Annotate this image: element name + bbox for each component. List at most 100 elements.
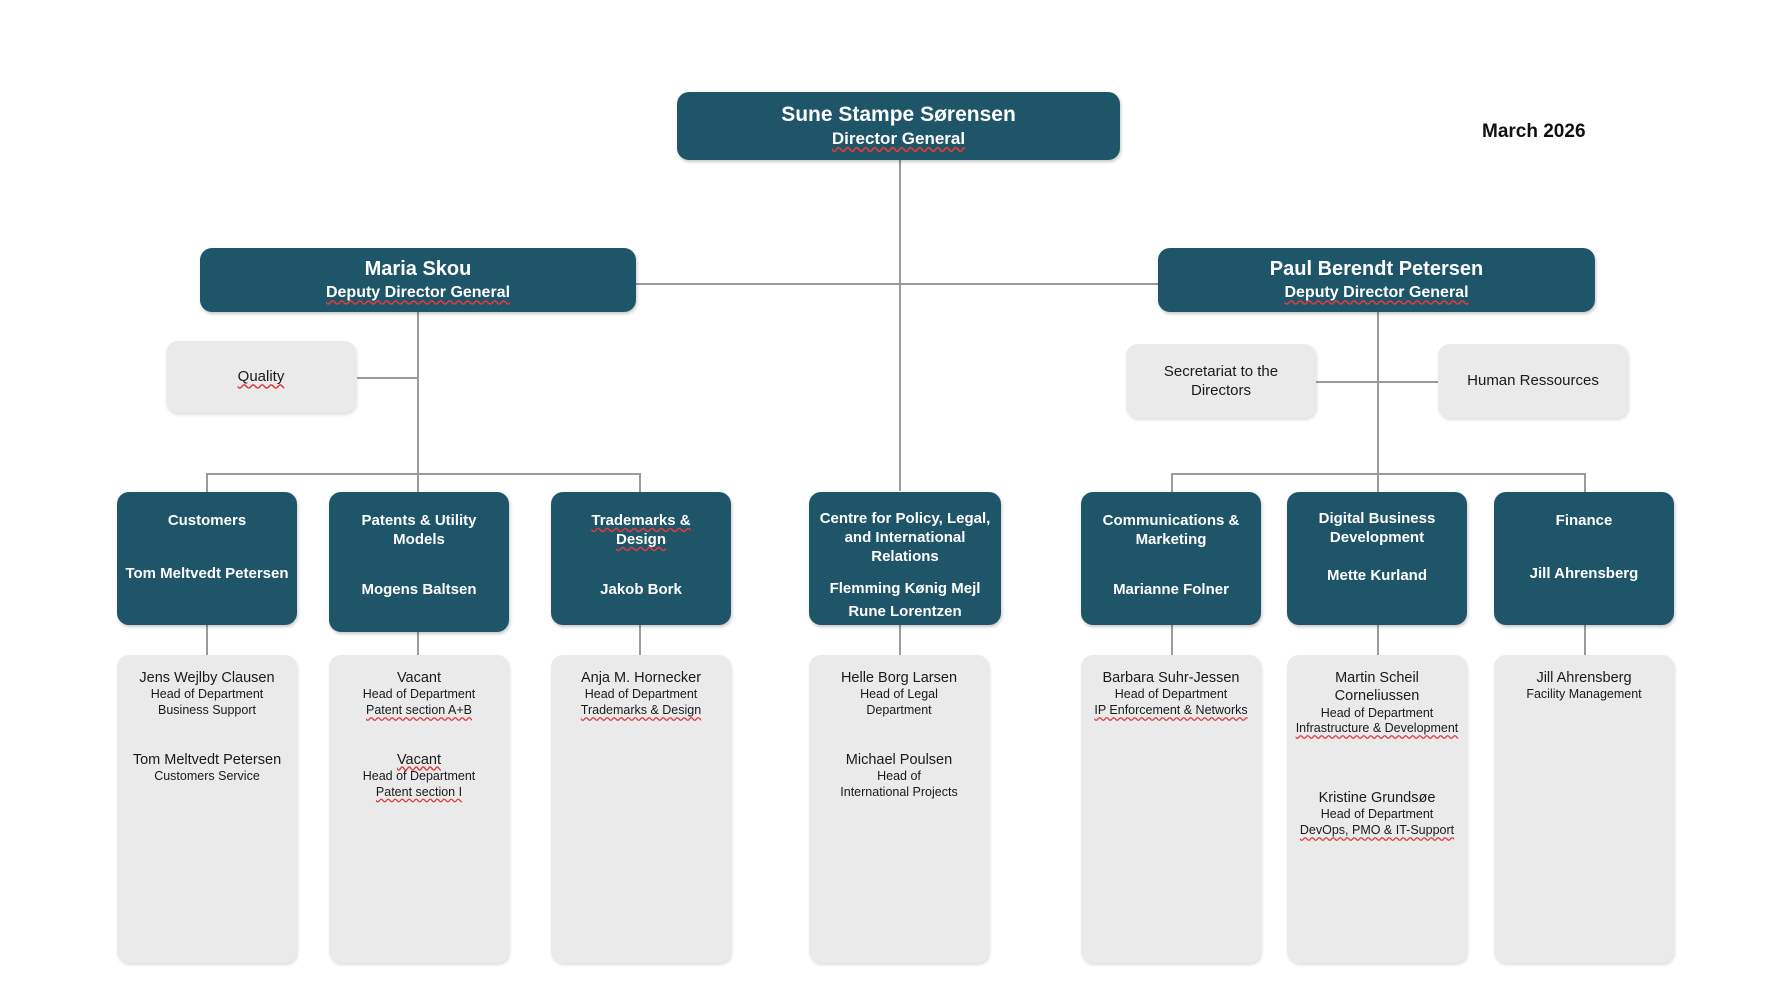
deputy-role-right: Deputy Director General xyxy=(1284,284,1469,302)
node-department-centre-policy-legal-international[interactable]: Centre for Policy, Legal, and Internatio… xyxy=(809,492,1001,625)
department-title-communications: Communications & Marketing xyxy=(1102,512,1240,549)
department-lead-digital: Mette Kurland xyxy=(1326,567,1427,585)
department-lead-communications: Marianne Folner xyxy=(1113,581,1229,599)
node-department-communications-marketing[interactable]: Communications & Marketing Marianne Foln… xyxy=(1081,492,1261,625)
detail-role: Head of Department xyxy=(1114,687,1228,702)
node-deputy-maria-skou[interactable]: Maria Skou Deputy Director General xyxy=(200,248,636,312)
department-title-trademarks: Trademarks & Design xyxy=(591,512,691,549)
detail-name: Barbara Suhr-Jessen xyxy=(1102,670,1240,686)
detail-name: Vacant xyxy=(396,751,442,768)
connector-right-deputy-stem xyxy=(1377,312,1379,474)
department-lead-customers: Tom Meltvedt Petersen xyxy=(125,565,289,583)
connector-detail-stem-5 xyxy=(1171,625,1173,655)
node-detail-digital[interactable]: Martin Scheil Corneliussen Head of Depar… xyxy=(1287,655,1467,963)
connector-left-dept-1 xyxy=(206,473,208,492)
detail-role: Head of Department xyxy=(1320,807,1434,822)
detail-role: Facility Management xyxy=(1526,687,1642,702)
node-detail-centre[interactable]: Helle Borg Larsen Head of Legal Departme… xyxy=(809,655,989,963)
node-staff-secretariat[interactable]: Secretariat to the Directors xyxy=(1126,344,1316,418)
detail-role: Head of xyxy=(877,769,921,784)
connector-hr-branch xyxy=(1377,381,1439,383)
connector-left-dept-bus xyxy=(206,473,640,475)
department-title-patents: Patents & Utility Models xyxy=(361,512,477,549)
connector-left-dept-2 xyxy=(417,473,419,492)
department-lead-centre-1: Flemming Kønig Mejl xyxy=(829,579,981,597)
staff-label-human-ressources: Human Ressources xyxy=(1467,372,1599,390)
detail-name: Jill Ahrensberg xyxy=(1536,670,1632,686)
detail-entry: Martin Scheil Corneliussen Head of Depar… xyxy=(1293,669,1461,737)
node-detail-finance[interactable]: Jill Ahrensberg Facility Management xyxy=(1494,655,1674,963)
node-department-digital-business-development[interactable]: Digital Business Development Mette Kurla… xyxy=(1287,492,1467,625)
detail-entry: Vacant Head of Department Patent section… xyxy=(335,669,503,719)
department-title-centre: Centre for Policy, Legal, and Internatio… xyxy=(819,510,991,566)
detail-entry: Barbara Suhr-Jessen Head of Department I… xyxy=(1087,669,1255,719)
detail-unit: Department xyxy=(866,703,932,718)
node-staff-human-ressources[interactable]: Human Ressources xyxy=(1438,344,1628,418)
detail-name: Kristine Grundsøe xyxy=(1318,790,1436,807)
detail-role: Head of Department xyxy=(362,687,476,702)
node-deputy-paul-berendt-petersen[interactable]: Paul Berendt Petersen Deputy Director Ge… xyxy=(1158,248,1595,312)
node-staff-quality[interactable]: Quality xyxy=(166,341,356,413)
node-department-customers[interactable]: Customers Tom Meltvedt Petersen xyxy=(117,492,297,625)
department-lead-patents: Mogens Baltsen xyxy=(361,581,477,599)
connector-detail-stem-7 xyxy=(1584,625,1586,655)
detail-entry: Anja M. Hornecker Head of Department Tra… xyxy=(555,669,727,719)
detail-name: Michael Poulsen xyxy=(845,751,953,768)
connector-director-stem xyxy=(899,160,901,283)
department-lead-centre-2: Rune Lorentzen xyxy=(848,603,962,621)
connector-director-to-centre xyxy=(899,283,901,491)
node-department-patents-utility-models[interactable]: Patents & Utility Models Mogens Baltsen xyxy=(329,492,509,632)
deputy-name-right: Paul Berendt Petersen xyxy=(1269,258,1484,281)
connector-right-dept-1 xyxy=(1171,473,1173,492)
detail-entry: Tom Meltvedt Petersen Customers Service xyxy=(123,751,291,785)
detail-unit: Trademarks & Design xyxy=(580,703,702,718)
detail-entry: Jill Ahrensberg Facility Management xyxy=(1500,669,1668,703)
node-department-finance[interactable]: Finance Jill Ahrensberg xyxy=(1494,492,1674,625)
connector-left-dept-3 xyxy=(639,473,641,492)
connector-secretariat-branch xyxy=(1315,381,1378,383)
detail-name: Anja M. Hornecker xyxy=(580,670,702,686)
node-detail-customers[interactable]: Jens Wejlby Clausen Head of Department B… xyxy=(117,655,297,963)
department-title-finance: Finance xyxy=(1555,512,1613,529)
connector-detail-stem-3 xyxy=(639,625,641,655)
detail-role: Head of Department xyxy=(150,687,264,702)
connector-detail-stem-6 xyxy=(1377,625,1379,655)
connector-left-deputy-stem xyxy=(417,312,419,474)
detail-name: Tom Meltvedt Petersen xyxy=(132,751,282,768)
detail-unit: Customers Service xyxy=(154,769,260,784)
staff-label-secretariat: Secretariat to the Directors xyxy=(1163,362,1279,399)
connector-right-dept-3 xyxy=(1584,473,1586,492)
detail-unit: Infrastructure & Development xyxy=(1295,721,1459,736)
detail-unit: International Projects xyxy=(840,784,958,799)
director-name: Sune Stampe Sørensen xyxy=(781,102,1016,126)
node-department-trademarks-design[interactable]: Trademarks & Design Jakob Bork xyxy=(551,492,731,625)
node-detail-communications[interactable]: Barbara Suhr-Jessen Head of Department I… xyxy=(1081,655,1261,963)
director-role: Director General xyxy=(831,129,966,149)
detail-entry: Jens Wejlby Clausen Head of Department B… xyxy=(123,669,291,719)
connector-quality-branch xyxy=(357,377,418,379)
detail-unit: Patent section A+B xyxy=(366,703,472,718)
detail-entry: Michael Poulsen Head of International Pr… xyxy=(815,751,983,801)
department-title-customers: Customers xyxy=(167,512,247,529)
node-detail-trademarks[interactable]: Anja M. Hornecker Head of Department Tra… xyxy=(551,655,731,963)
detail-role: Head of Department xyxy=(1320,705,1434,720)
detail-role: Head of Department xyxy=(362,769,476,784)
connector-detail-stem-1 xyxy=(206,625,208,655)
node-director-general[interactable]: Sune Stampe Sørensen Director General xyxy=(677,92,1120,160)
detail-unit: DevOps, PMO & IT-Support xyxy=(1299,823,1455,838)
detail-role: Head of Department xyxy=(584,687,698,702)
chart-date-label: March 2026 xyxy=(1482,121,1586,142)
connector-right-dept-2 xyxy=(1377,473,1379,492)
detail-unit: Patent section I xyxy=(375,784,463,799)
department-lead-trademarks: Jakob Bork xyxy=(600,581,682,599)
node-detail-patents[interactable]: Vacant Head of Department Patent section… xyxy=(329,655,509,963)
detail-name: Jens Wejlby Clausen xyxy=(139,670,275,686)
detail-entry: Helle Borg Larsen Head of Legal Departme… xyxy=(815,669,983,719)
deputy-role-left: Deputy Director General xyxy=(325,284,511,302)
detail-entry: Vacant Head of Department Patent section… xyxy=(335,751,503,801)
detail-role: Head of Legal xyxy=(860,687,938,702)
staff-label-quality: Quality xyxy=(237,368,285,386)
connector-detail-stem-2 xyxy=(417,625,419,655)
detail-name: Martin Scheil Corneliussen xyxy=(1334,670,1420,705)
